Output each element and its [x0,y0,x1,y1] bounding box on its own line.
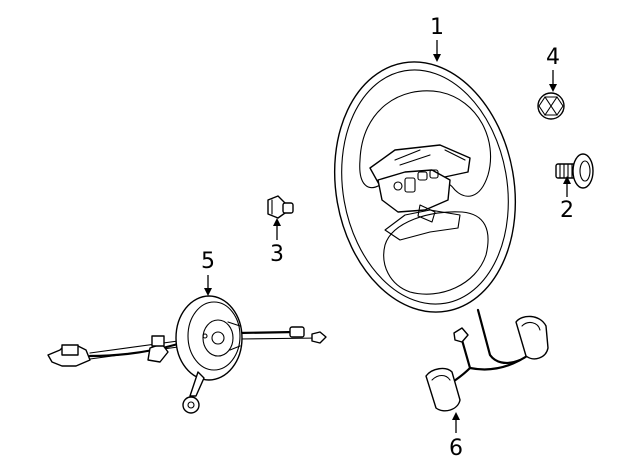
callout-number: 3 [270,242,284,267]
callout-number: 6 [449,436,463,461]
nut [267,195,294,219]
callout-4: 4 [546,45,560,92]
callout-6: 6 [449,412,463,461]
callout-5: 5 [201,249,215,296]
callout-number: 2 [560,198,574,223]
callout-number: 5 [201,249,215,274]
steering-wheel [333,61,517,313]
callout-number: 4 [546,45,560,70]
callout-3: 3 [270,218,284,267]
callout-number: 1 [430,15,444,40]
switch-assembly [425,308,549,412]
clockspring [47,295,327,414]
nut-hex [537,92,565,120]
bolt [555,153,594,189]
callout-1: 1 [430,15,444,62]
callout-2: 2 [560,176,574,223]
